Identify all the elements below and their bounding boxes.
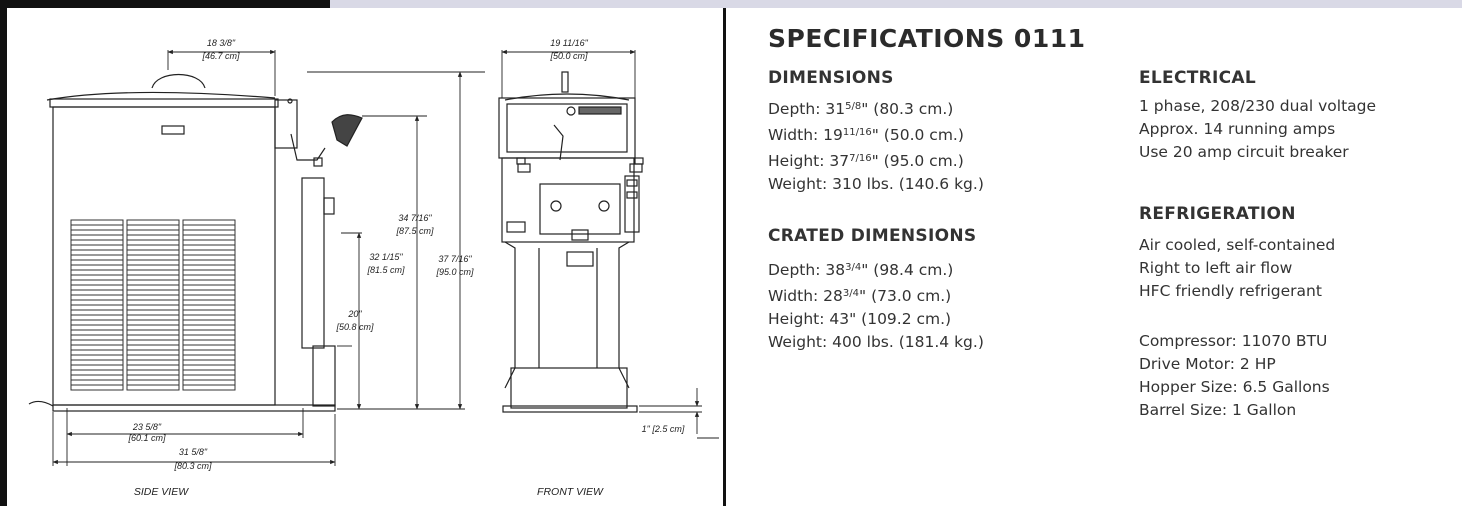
center-divider (723, 8, 726, 506)
electrical-line: Approx. 14 running amps (1139, 120, 1336, 138)
component-line: Drive Motor: 2 HP (1139, 355, 1276, 373)
electrical-line: 1 phase, 208/230 dual voltage (1139, 97, 1377, 115)
side-top-width-cm: [46.7 cm] (201, 51, 240, 61)
refrigeration-line: Air cooled, self-contained (1139, 236, 1336, 254)
base-31: 31 5/8" (179, 447, 208, 457)
electrical-list: 1 phase, 208/230 dual voltage Approx. 14… (1139, 95, 1376, 164)
side-view-dimension-lines (52, 49, 485, 466)
height-32-cm: [81.5 cm] (366, 265, 405, 275)
height-20: 20" (347, 309, 362, 319)
refrigeration-list: Air cooled, self-contained Right to left… (1139, 234, 1335, 303)
dimension-drawing: 18 3/8" [46.7 cm] 19 11/16" [50.0 cm] 34… (7, 8, 723, 506)
component-line: Barrel Size: 1 Gallon (1139, 401, 1297, 419)
left-border (0, 8, 7, 506)
crated-weight: Weight: 400 lbs. (181.4 kg.) (768, 333, 984, 351)
component-line: Compressor: 11070 BTU (1139, 332, 1328, 350)
height-32: 32 1/15" (369, 252, 403, 262)
front-view-dimension-lines (501, 49, 719, 439)
crated-width: Width: 283/4" (73.0 cm.) (768, 287, 952, 305)
refrigeration-line: Right to left air flow (1139, 259, 1293, 277)
base-23: 23 5/8" (132, 422, 162, 432)
height-37: 37 7/16" (438, 254, 472, 264)
dimensions-heading: DIMENSIONS (768, 68, 894, 88)
dimension-weight: Weight: 310 lbs. (140.6 kg.) (768, 175, 984, 193)
components-list: Compressor: 11070 BTU Drive Motor: 2 HP … (1139, 330, 1330, 422)
height-20-cm: [50.8 cm] (335, 322, 374, 332)
front-width: 19 11/16" (550, 38, 588, 48)
dimension-depth: Depth: 315/8" (80.3 cm.) (768, 100, 954, 118)
side-view-machine (28, 74, 363, 412)
refrigeration-line: HFC friendly refrigerant (1139, 282, 1322, 300)
drawing-svg: 18 3/8" [46.7 cm] 19 11/16" [50.0 cm] 34… (28, 38, 719, 498)
dimension-height: Height: 377/16" (95.0 cm.) (768, 152, 964, 170)
height-34-cm: [87.5 cm] (395, 226, 434, 236)
electrical-heading: ELECTRICAL (1139, 68, 1257, 88)
side-view-louvers (70, 219, 236, 391)
refrigeration-heading: REFRIGERATION (1139, 204, 1296, 224)
front-view-label: FRONT VIEW (537, 486, 604, 498)
front-width-cm: [50.0 cm] (549, 51, 588, 61)
crated-dimensions-list: Depth: 383/4" (98.4 cm.) Width: 283/4" (… (768, 256, 984, 354)
specifications-title: SPECIFICATIONS 0111 (768, 24, 1086, 53)
crated-depth: Depth: 383/4" (98.4 cm.) (768, 261, 954, 279)
side-top-width: 18 3/8" (207, 38, 236, 48)
specifications-panel: SPECIFICATIONS 0111 DIMENSIONS Depth: 31… (726, 8, 1462, 506)
component-line: Hopper Size: 6.5 Gallons (1139, 378, 1330, 396)
height-37-cm: [95.0 cm] (435, 267, 474, 277)
height-34: 34 7/16" (398, 213, 432, 223)
dimension-width: Width: 1911/16" (50.0 cm.) (768, 126, 964, 144)
dimensions-list: Depth: 315/8" (80.3 cm.) Width: 1911/16"… (768, 95, 984, 196)
base-31-cm: [80.3 cm] (173, 461, 212, 471)
base-23-cm: [60.1 cm] (127, 433, 166, 443)
crated-dimensions-heading: CRATED DIMENSIONS (768, 226, 977, 246)
foot-height: 1" [2.5 cm] (642, 424, 685, 434)
top-border-shade (330, 0, 1462, 8)
side-view-label: SIDE VIEW (134, 486, 189, 498)
front-view-machine (498, 71, 644, 413)
crated-height: Height: 43" (109.2 cm.) (768, 310, 952, 328)
electrical-line: Use 20 amp circuit breaker (1139, 143, 1349, 161)
